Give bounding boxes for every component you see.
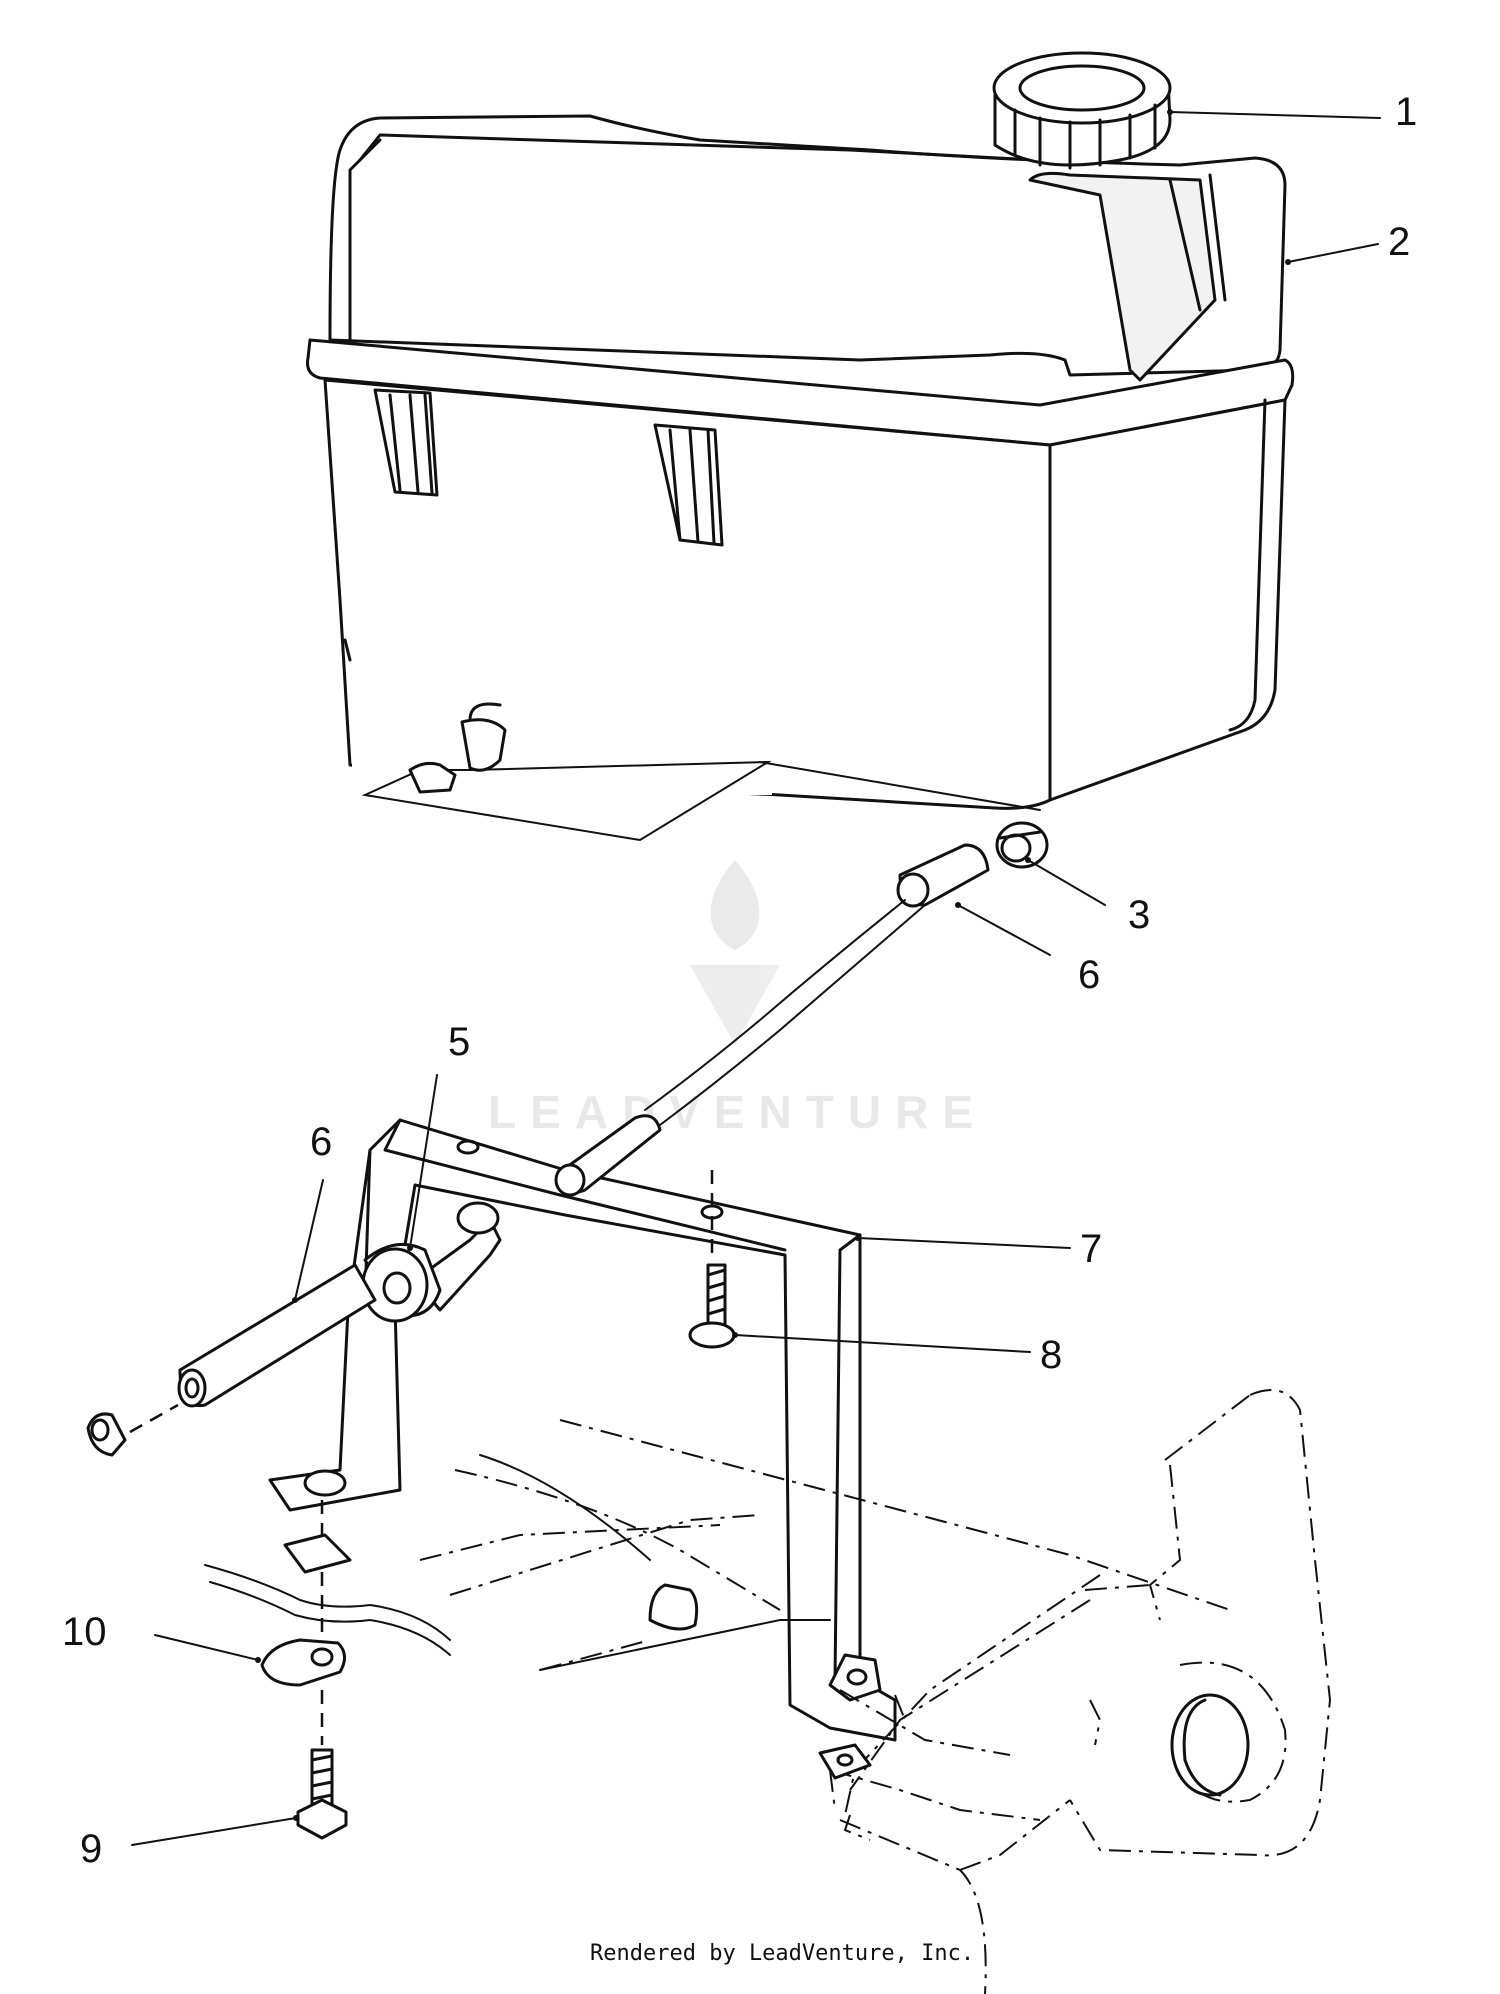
fuel-tank xyxy=(306,114,1295,842)
callout-1[interactable]: 1 xyxy=(1395,90,1417,134)
watermark: LEADVENTURE xyxy=(488,860,987,1138)
fuel-hose-upper-end xyxy=(554,1114,662,1197)
fuel-hose-upper xyxy=(644,843,990,1126)
callout-10[interactable]: 10 xyxy=(62,1610,107,1654)
callout-5[interactable]: 5 xyxy=(448,1020,470,1064)
nut-clip-10 xyxy=(260,1572,346,1687)
render-credit: Rendered by LeadVenture, Inc. xyxy=(590,1941,974,1966)
callout-3[interactable]: 3 xyxy=(1128,893,1150,937)
tank-outlet-fitting xyxy=(361,702,772,842)
callout-7[interactable]: 7 xyxy=(1080,1227,1102,1271)
callout-6-lower[interactable]: 6 xyxy=(310,1120,332,1164)
tank-mount-slot-center xyxy=(653,423,724,547)
tank-bracket xyxy=(268,1118,897,1742)
callout-2[interactable]: 2 xyxy=(1388,220,1410,264)
mount-pad xyxy=(283,1500,352,1574)
hose-clamp-lower xyxy=(86,1403,179,1457)
hose-clamp-upper xyxy=(995,821,1049,869)
callout-9[interactable]: 9 xyxy=(80,1827,102,1871)
watermark-v-icon xyxy=(690,965,780,1045)
callout-6-upper[interactable]: 6 xyxy=(1078,953,1100,997)
chassis-frame xyxy=(204,1389,1332,1994)
watermark-text: LEADVENTURE xyxy=(488,1086,987,1138)
bolt-9 xyxy=(296,1690,348,1840)
fuel-hose-lower xyxy=(177,1263,377,1408)
screw-8 xyxy=(688,1170,736,1349)
callout-labels: 1 2 3 6 5 6 7 8 10 9 xyxy=(62,90,1417,1871)
callout-8[interactable]: 8 xyxy=(1040,1333,1062,1377)
shut-off-valve xyxy=(361,1201,502,1323)
watermark-flame-icon xyxy=(710,860,760,950)
callout-leaders xyxy=(131,109,1381,1846)
fuel-cap xyxy=(992,51,1172,170)
tank-mount-slot-left xyxy=(373,388,439,497)
